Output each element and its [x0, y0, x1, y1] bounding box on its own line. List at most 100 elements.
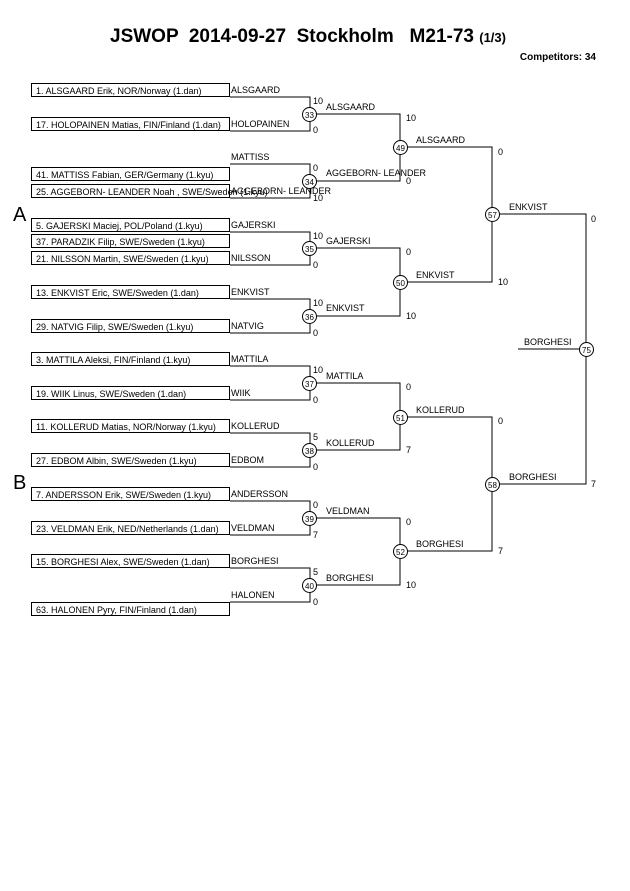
- score: 10: [313, 96, 324, 106]
- page-title: JSWOP 2014-09-27 Stockholm M21-73 (1/3): [110, 26, 506, 48]
- competitor-entry: 37. PARADZIK Filip, SWE/Sweden (1.kyu): [31, 234, 230, 248]
- score: 0: [313, 462, 319, 472]
- bracket-name: HOLOPAINEN: [231, 119, 290, 129]
- score: 7: [498, 546, 504, 556]
- score: 0: [313, 500, 319, 510]
- score: 0: [591, 214, 597, 224]
- bracket-name: ANDERSSON: [231, 489, 289, 499]
- match-number: 36: [302, 309, 317, 324]
- match-number: 50: [393, 275, 408, 290]
- match-number: 33: [302, 107, 317, 122]
- score: 10: [406, 311, 417, 321]
- match-number: 57: [485, 207, 500, 222]
- bracket-name: WIIK: [231, 388, 251, 398]
- competitor-entry: 23. VELDMAN Erik, NED/Netherlands (1.dan…: [31, 521, 230, 535]
- competitor-entry: 25. AGGEBORN- LEANDER Noah , SWE/Sweden …: [31, 184, 268, 198]
- score: 5: [313, 567, 319, 577]
- match-number: 39: [302, 511, 317, 526]
- score: 0: [313, 163, 319, 173]
- competitor-entry: 3. MATTILA Aleksi, FIN/Finland (1.kyu): [31, 352, 230, 366]
- match-number: 52: [393, 544, 408, 559]
- match-number: 34: [302, 174, 317, 189]
- bracket-name: BORGHESI: [326, 573, 374, 583]
- bracket-name: ALSGAARD: [416, 135, 466, 145]
- bracket-name: KOLLERUD: [231, 421, 280, 431]
- match-number: 75: [579, 342, 594, 357]
- bracket-name: MATTILA: [326, 371, 364, 381]
- bracket-name: GAJERSKI: [231, 220, 276, 230]
- score: 0: [313, 597, 319, 607]
- bracket-name: MATTISS: [231, 152, 270, 162]
- match-number: 40: [302, 578, 317, 593]
- match-number: 38: [302, 443, 317, 458]
- competitor-entry: 7. ANDERSSON Erik, SWE/Sweden (1.kyu): [31, 487, 230, 501]
- bracket-name: NILSSON: [231, 253, 271, 263]
- event-title: JSWOP 2014-09-27 Stockholm M21-73: [110, 26, 474, 47]
- bracket-name: VELDMAN: [231, 523, 275, 533]
- match-number: 37: [302, 376, 317, 391]
- score: 5: [313, 432, 319, 442]
- score: 0: [498, 416, 504, 426]
- bracket-name: MATTILA: [231, 354, 269, 364]
- bracket-name: ENKVIST: [509, 202, 548, 212]
- competitor-entry: 17. HOLOPAINEN Matias, FIN/Finland (1.da…: [31, 117, 230, 131]
- competitor-entry: 15. BORGHESI Alex, SWE/Sweden (1.dan): [31, 554, 230, 568]
- score: 10: [313, 193, 324, 203]
- score: 0: [406, 517, 412, 527]
- score: 0: [313, 328, 319, 338]
- competitor-entry: 19. WIIK Linus, SWE/Sweden (1.dan): [31, 386, 230, 400]
- match-number: 58: [485, 477, 500, 492]
- bracket-name: NATVIG: [231, 321, 264, 331]
- pool-label-b: B: [13, 472, 27, 494]
- bracket-name: KOLLERUD: [326, 438, 375, 448]
- competitor-entry: 41. MATTISS Fabian, GER/Germany (1.kyu): [31, 167, 230, 181]
- bracket-winner: BORGHESI: [524, 337, 572, 347]
- score: 10: [313, 298, 324, 308]
- page-indicator: (1/3): [479, 30, 506, 45]
- bracket-name: AGGEBORN- LEANDER: [231, 186, 332, 196]
- competitor-entry: 63. HALONEN Pyry, FIN/Finland (1.dan): [31, 602, 230, 616]
- competitor-entry: 1. ALSGAARD Erik, NOR/Norway (1.dan): [31, 83, 230, 97]
- score: 10: [406, 113, 417, 123]
- bracket-name: EDBOM: [231, 455, 265, 465]
- bracket-name: GAJERSKI: [326, 236, 371, 246]
- score: 7: [313, 530, 319, 540]
- bracket-name: ALSGAARD: [326, 102, 376, 112]
- bracket-name: BORGHESI: [509, 472, 557, 482]
- competitor-entry: 5. GAJERSKI Maciej, POL/Poland (1.kyu): [31, 218, 230, 232]
- match-number: 51: [393, 410, 408, 425]
- score: 7: [591, 479, 597, 489]
- competitor-entry: 13. ENKVIST Eric, SWE/Sweden (1.dan): [31, 285, 230, 299]
- bracket-name: BORGHESI: [231, 556, 279, 566]
- score: 10: [406, 580, 417, 590]
- match-number: 35: [302, 241, 317, 256]
- match-number: 49: [393, 140, 408, 155]
- score: 7: [406, 445, 412, 455]
- score: 0: [406, 382, 412, 392]
- competitor-entry: 29. NATVIG Filip, SWE/Sweden (1.kyu): [31, 319, 230, 333]
- competitor-entry: 21. NILSSON Martin, SWE/Sweden (1.kyu): [31, 251, 230, 265]
- score: 0: [406, 176, 412, 186]
- bracket-name: BORGHESI: [416, 539, 464, 549]
- bracket-name: KOLLERUD: [416, 405, 465, 415]
- connector: [400, 416, 493, 552]
- bracket-name: ENKVIST: [231, 287, 270, 297]
- score: 0: [406, 247, 412, 257]
- bracket-name: ENKVIST: [416, 270, 455, 280]
- pool-label-a: A: [13, 204, 27, 226]
- score: 10: [313, 365, 324, 375]
- bracket-name: HALONEN: [231, 590, 275, 600]
- bracket-name: VELDMAN: [326, 506, 370, 516]
- bracket-name: ENKVIST: [326, 303, 365, 313]
- competitor-count: Competitors: 34: [519, 52, 596, 63]
- bracket-name: AGGEBORN- LEANDER: [326, 168, 427, 178]
- score: 10: [313, 231, 324, 241]
- score: 10: [498, 277, 509, 287]
- score: 0: [313, 125, 319, 135]
- bracket-name: ALSGAARD: [231, 85, 281, 95]
- score: 0: [498, 147, 504, 157]
- score: 0: [313, 395, 319, 405]
- score: 0: [313, 260, 319, 270]
- competitor-entry: 27. EDBOM Albin, SWE/Sweden (1.kyu): [31, 453, 230, 467]
- competitor-entry: 11. KOLLERUD Matias, NOR/Norway (1.kyu): [31, 419, 230, 433]
